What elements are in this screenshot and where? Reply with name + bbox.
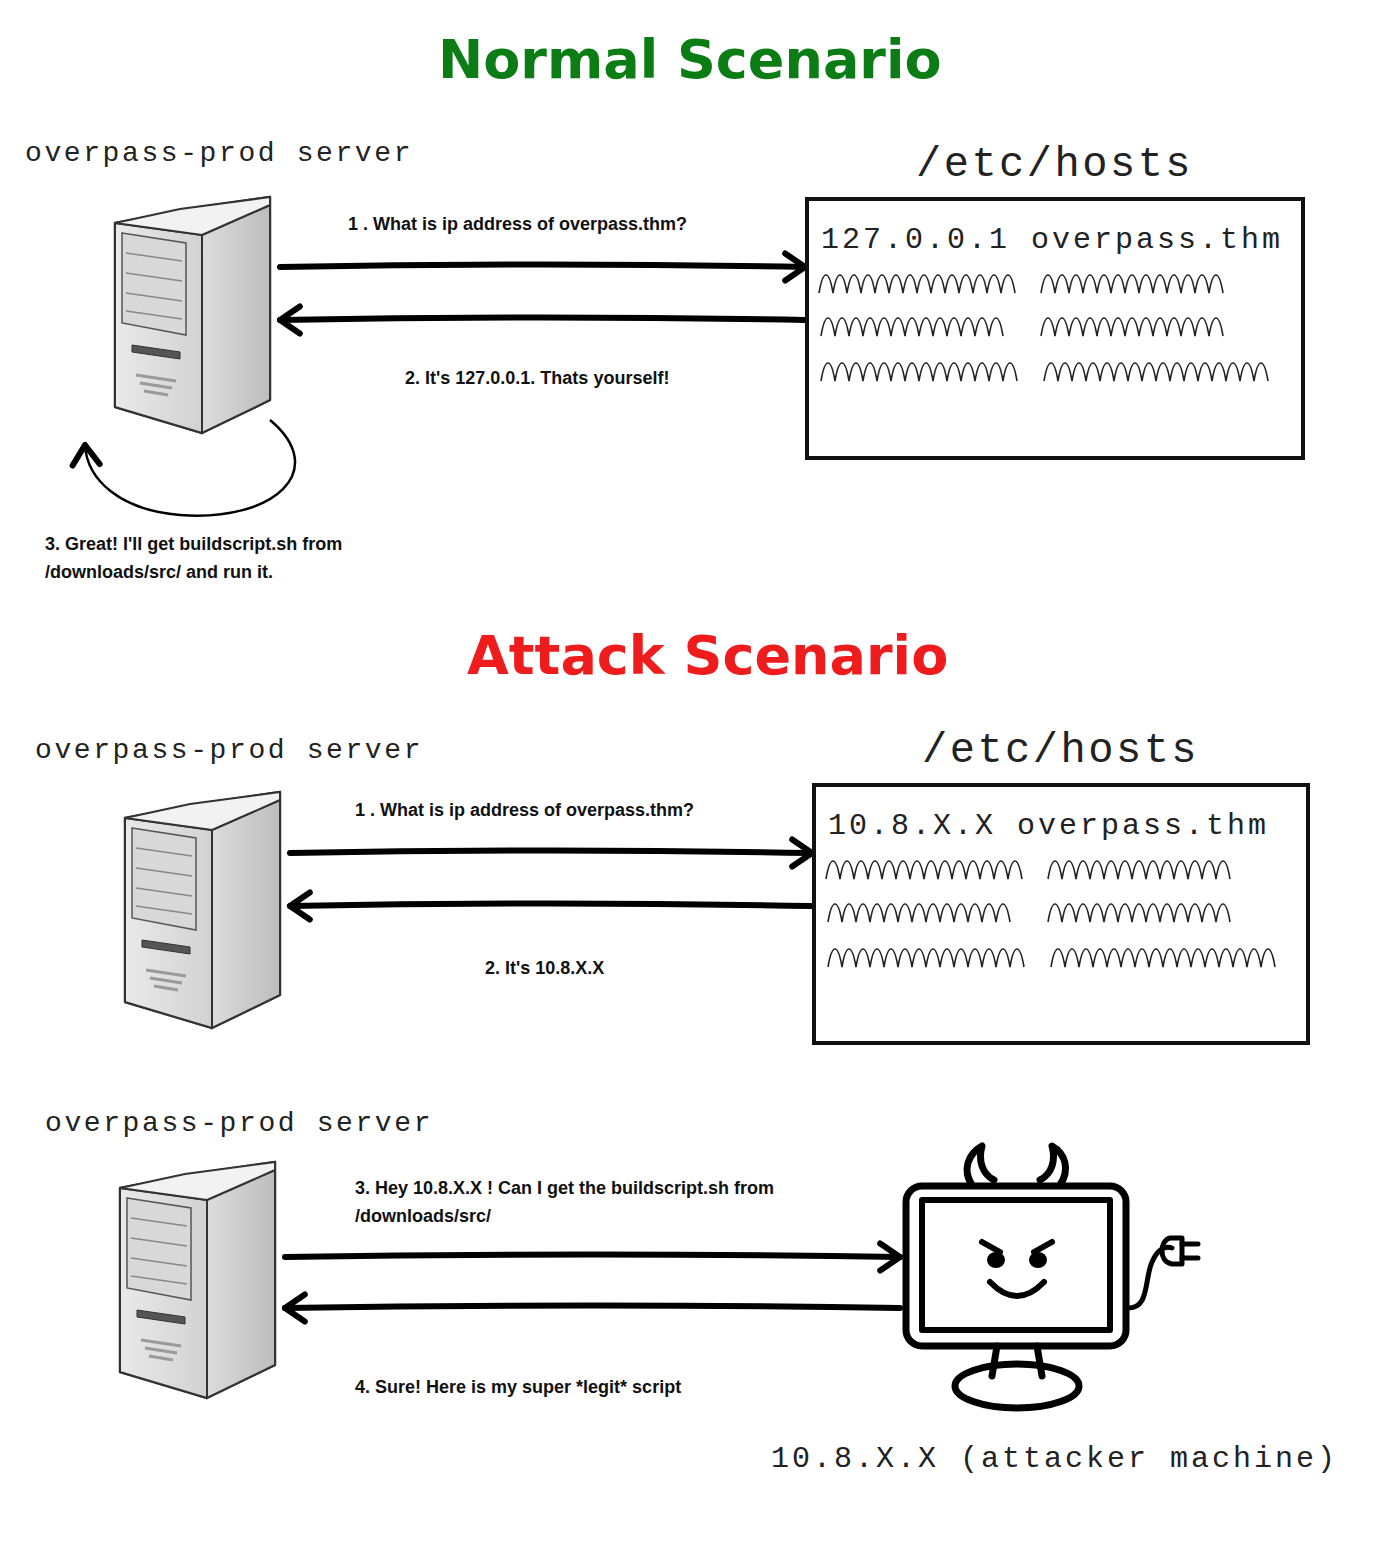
squiggle bbox=[819, 275, 1268, 381]
scenario-title: Attack Scenario bbox=[467, 624, 948, 687]
monitor-frame bbox=[906, 1186, 1126, 1346]
machine-label: 10.8.X.X (attacker machine) bbox=[771, 1442, 1338, 1476]
file-name: /etc/hosts bbox=[916, 141, 1193, 189]
arrow-head bbox=[785, 253, 805, 280]
horn bbox=[967, 1146, 994, 1185]
server-icon-body bbox=[120, 1162, 275, 1398]
arrow-head bbox=[280, 306, 300, 333]
server-icon bbox=[110, 195, 280, 440]
loop-line bbox=[85, 420, 295, 516]
server-node: overpass-prod server bbox=[90, 1160, 285, 1400]
message-label: 2. It's 10.8.X.X bbox=[485, 954, 604, 982]
arrow-line bbox=[285, 1306, 900, 1309]
file-name: /etc/hosts bbox=[922, 727, 1199, 775]
hosts-file-box: /etc/hosts10.8.X.X overpass.thm bbox=[812, 783, 1310, 1045]
message-label: 3. Great! I'll get buildscript.sh from /… bbox=[45, 530, 385, 586]
message-arrow bbox=[285, 1243, 900, 1270]
message-arrow bbox=[290, 892, 812, 919]
attacker-monitor-icon bbox=[900, 1140, 1210, 1430]
message-arrow bbox=[73, 420, 295, 516]
server-label: overpass-prod server bbox=[35, 735, 423, 766]
server-icon bbox=[115, 1160, 285, 1405]
brow bbox=[1034, 1242, 1052, 1252]
server-label: overpass-prod server bbox=[45, 1108, 433, 1139]
scenario-title: Normal Scenario bbox=[438, 28, 942, 91]
message-arrow bbox=[280, 253, 805, 280]
eye bbox=[987, 1252, 1005, 1268]
arrow-line bbox=[280, 265, 805, 268]
monitor-screen bbox=[922, 1200, 1110, 1330]
arrow-line bbox=[280, 318, 805, 321]
arrow-head bbox=[792, 839, 812, 866]
horn bbox=[1040, 1146, 1066, 1185]
plug-prong bbox=[1182, 1244, 1198, 1258]
arrow-head bbox=[880, 1243, 900, 1270]
brow bbox=[982, 1242, 1000, 1252]
plug bbox=[1162, 1238, 1182, 1264]
server-label: overpass-prod server bbox=[25, 138, 413, 169]
arrow-line bbox=[285, 1255, 900, 1258]
arrow-head bbox=[285, 1294, 305, 1321]
smile bbox=[990, 1282, 1044, 1296]
attacker-node: 10.8.X.X (attacker machine) bbox=[900, 1140, 1210, 1430]
message-arrow bbox=[285, 1294, 900, 1321]
arrow-head bbox=[73, 445, 100, 466]
message-label: 4. Sure! Here is my super *legit* script bbox=[355, 1373, 681, 1401]
message-arrow bbox=[280, 306, 805, 333]
hosts-entry: 10.8.X.X overpass.thm bbox=[828, 809, 1269, 843]
eye bbox=[1029, 1252, 1047, 1268]
hosts-file-box: /etc/hosts127.0.0.1 overpass.thm bbox=[805, 197, 1305, 460]
arrow-head bbox=[290, 892, 310, 919]
message-arrow bbox=[290, 839, 812, 866]
hosts-entry: 127.0.0.1 overpass.thm bbox=[821, 223, 1283, 257]
message-label: 2. It's 127.0.0.1. Thats yourself! bbox=[405, 364, 669, 392]
message-label: 1 . What is ip address of overpass.thm? bbox=[348, 210, 687, 238]
server-icon bbox=[120, 790, 290, 1035]
server-icon-body bbox=[115, 197, 270, 433]
server-node: overpass-prod server bbox=[85, 195, 280, 440]
squiggle bbox=[826, 861, 1275, 967]
server-node: overpass-prod server bbox=[95, 790, 290, 1030]
message-label: 3. Hey 10.8.X.X ! Can I get the buildscr… bbox=[355, 1174, 825, 1230]
stand-base bbox=[955, 1364, 1079, 1408]
arrow-line bbox=[290, 904, 812, 907]
server-icon-body bbox=[125, 792, 280, 1028]
message-label: 1 . What is ip address of overpass.thm? bbox=[355, 796, 694, 824]
arrow-line bbox=[290, 851, 812, 854]
